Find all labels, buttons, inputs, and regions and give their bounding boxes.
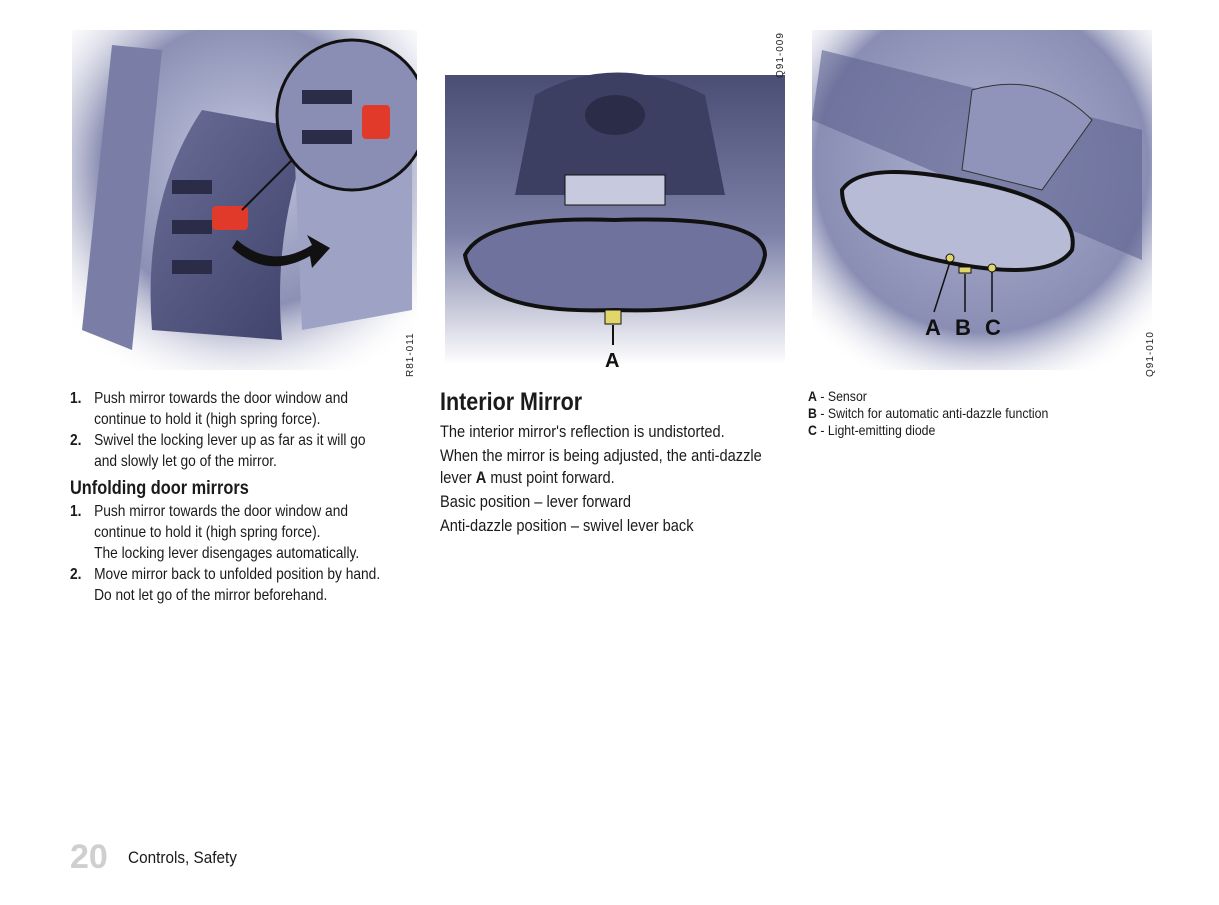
step-1: 1.Push mirror towards the door window an… [70, 390, 348, 428]
callout-c: C [985, 315, 1001, 340]
unfold-step-1: 1.Push mirror towards the door window an… [70, 503, 360, 562]
locking-lever [212, 206, 248, 230]
callout-b: B [955, 315, 971, 340]
legend-item: C - Light-emitting diode [808, 422, 936, 438]
mirror-sensor-illustration: A B C [812, 30, 1152, 370]
callout-a: A [605, 350, 619, 370]
page-footer: 20 Controls, Safety [70, 838, 243, 877]
door-mirror-illustration [72, 30, 417, 370]
legend-item: A - Sensor [808, 388, 867, 404]
interior-mirror-section: Interior Mirror The interior mirror's re… [440, 388, 762, 535]
figure-legend: A - Sensor B - Switch for automatic anti… [808, 388, 1048, 439]
legend-item: B - Switch for automatic anti-dazzle fun… [808, 405, 1049, 421]
callout-a: A [925, 315, 941, 340]
step-2: 2.Swivel the locking lever up as far as … [70, 432, 366, 470]
figure-code: R81-011 [405, 332, 416, 377]
unfold-step-2: 2.Move mirror back to unfolded position … [70, 566, 381, 604]
interior-mirror-heading: Interior Mirror [440, 388, 583, 416]
folding-instructions: 1.Push mirror towards the door window an… [70, 388, 380, 606]
section-title: Controls, Safety [128, 847, 238, 867]
page-number: 20 [70, 838, 108, 876]
unfolding-heading: Unfolding door mirrors [70, 478, 249, 499]
figure-code: Q91-010 [1145, 331, 1156, 377]
figure-code: Q91-009 [775, 32, 786, 78]
interior-mirror-illustration: A [445, 72, 785, 370]
